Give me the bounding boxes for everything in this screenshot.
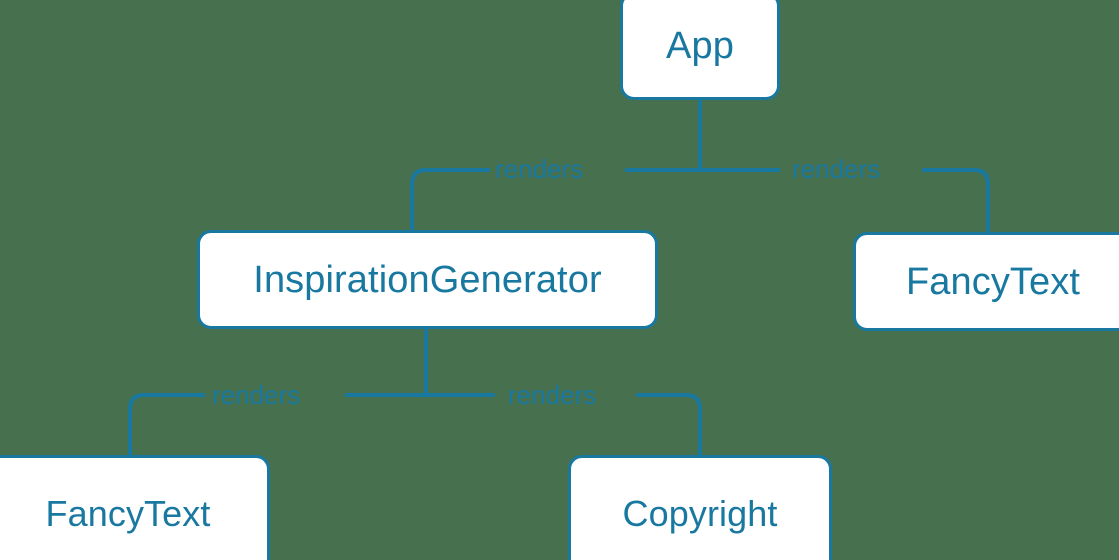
node-fancytext-bottom[interactable]: FancyText bbox=[0, 455, 270, 560]
edge-label-inspirationgenerator-to-fancytext: renders bbox=[212, 380, 301, 410]
edge-label-inspirationgenerator-to-copyright: renders bbox=[508, 380, 597, 410]
connector-app-to-inspirationgenerator-b bbox=[410, 168, 490, 230]
node-copyright[interactable]: Copyright bbox=[568, 455, 832, 560]
connector-ig-to-copyright-b bbox=[636, 393, 702, 455]
node-inspirationgenerator-label: InspirationGenerator bbox=[253, 258, 602, 301]
node-copyright-label: Copyright bbox=[622, 493, 778, 534]
edge-label-app-to-inspirationgenerator: renders bbox=[495, 154, 584, 184]
node-app[interactable]: App bbox=[620, 0, 780, 100]
node-inspirationgenerator[interactable]: InspirationGenerator bbox=[197, 230, 658, 329]
node-fancytext-bottom-label: FancyText bbox=[45, 493, 211, 534]
connector-app-to-fancytext-b bbox=[922, 168, 990, 232]
edge-label-app-to-fancytext: renders bbox=[792, 154, 881, 184]
node-fancytext-right-label: FancyText bbox=[905, 260, 1081, 303]
connector-ig-to-fancytext-b bbox=[128, 393, 205, 455]
node-app-label: App bbox=[666, 25, 734, 67]
node-fancytext-right[interactable]: FancyText bbox=[853, 232, 1119, 331]
